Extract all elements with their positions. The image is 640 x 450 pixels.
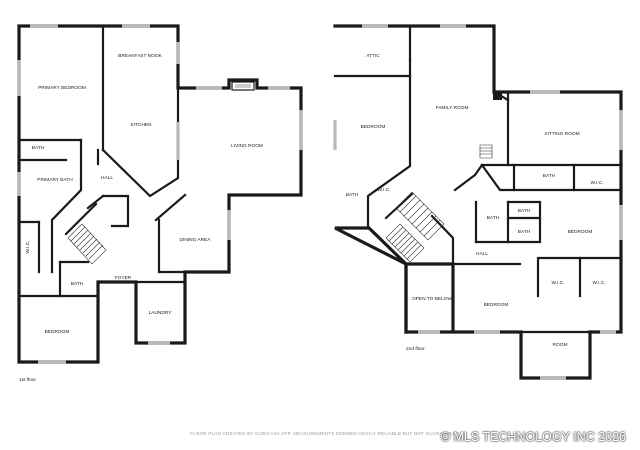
room-label: W.I.C. <box>590 180 603 186</box>
room-label: W.I.C. <box>25 240 31 253</box>
copyright-watermark: © MLS TECHNOLOGY INC 2026 <box>440 430 626 444</box>
floor-1-plan: PRIMARY BEDROOM BREAKFAST NOOK KITCHEN L… <box>17 24 303 383</box>
room-label: ROOM <box>553 342 568 348</box>
floor-2-plan: ATTIC FAMILY ROOM BEDROOM SITTING ROOM B… <box>333 24 623 380</box>
room-label: PRIMARY BEDROOM <box>38 85 86 91</box>
chimney-block <box>493 91 502 100</box>
room-label: W.I.C. <box>592 280 605 286</box>
room-label: BATH <box>487 215 500 221</box>
room-label: ATTIC <box>366 53 380 59</box>
room-label: BEDROOM <box>568 229 593 235</box>
room-label: BREAKFAST NOOK <box>118 53 162 59</box>
room-label: BEDROOM <box>484 302 509 308</box>
room-label: BEDROOM <box>361 124 386 130</box>
room-label: W.I.C. <box>377 187 390 193</box>
room-label: BATH <box>71 281 84 287</box>
floor-1-stairs <box>67 223 107 265</box>
room-label: DINING AREA <box>180 237 212 243</box>
room-label: BATH <box>32 145 45 151</box>
room-label: KITCHEN <box>130 122 152 128</box>
room-label: LIVING ROOM <box>231 143 263 149</box>
floor-2-stairs <box>385 144 493 263</box>
disclaimer-text: FLOOR PLAN CREATED BY CUBICASA APP. MEAS… <box>190 431 461 436</box>
room-label: W.I.C. <box>551 280 564 286</box>
room-label: BATH <box>518 208 531 214</box>
room-label: BEDROOM <box>45 329 70 335</box>
room-label: BATH <box>518 229 531 235</box>
room-label: BATH <box>346 192 359 198</box>
room-label: HALL <box>101 175 113 181</box>
room-label: PRIMARY BATH <box>37 177 73 183</box>
room-label: FAMILY ROOM <box>436 105 469 111</box>
room-label: FOYER <box>115 275 132 281</box>
fireplace-icon <box>231 81 255 91</box>
floor-1-title: 1st floor <box>19 377 36 383</box>
room-label: BATH <box>543 173 556 179</box>
room-label: HALL <box>476 251 488 257</box>
room-label: LAUNDRY <box>149 310 173 316</box>
room-label: OPEN TO BELOW <box>412 296 453 302</box>
floor-2-title: 2nd floor <box>406 346 425 352</box>
room-label: SITTING ROOM <box>544 131 579 137</box>
